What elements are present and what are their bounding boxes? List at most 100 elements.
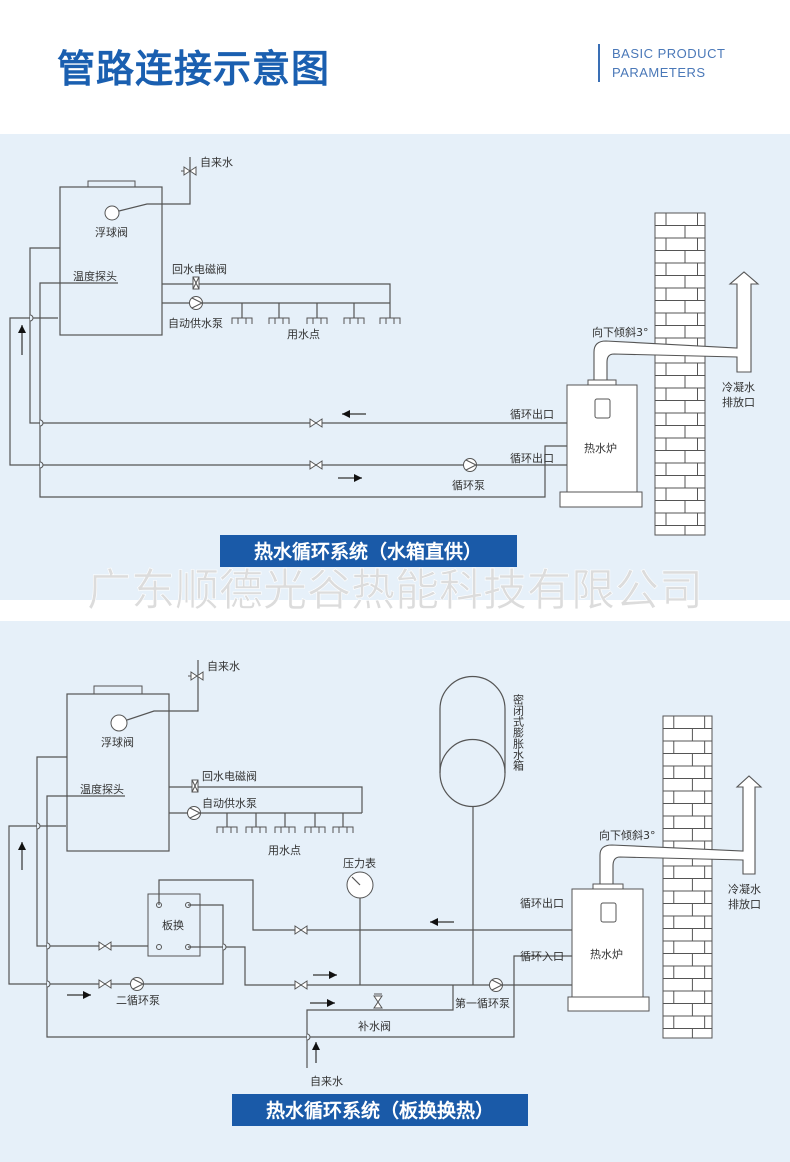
valve-icon	[373, 995, 383, 1009]
label-temp-probe: 温度探头	[73, 269, 117, 283]
valve-icon	[98, 979, 112, 989]
valve-icon	[309, 460, 323, 470]
pipe-return-upper	[29, 247, 567, 424]
water-point-icon	[245, 826, 267, 833]
label-outlet-2: 循环出口	[510, 451, 554, 465]
float-valve-pipe	[126, 660, 199, 721]
pipe-crossover	[306, 1033, 311, 1041]
label-circ-pump: 循环泵	[452, 479, 485, 492]
label-water-points: 用水点	[287, 328, 320, 341]
label-float-valve: 浮球阀	[101, 735, 134, 749]
pipe-crossover	[222, 943, 227, 951]
float-valve-pipe	[118, 157, 191, 212]
pump-icon	[189, 807, 202, 819]
pipe-probe	[39, 282, 567, 498]
diagram-panel-2	[0, 621, 790, 1162]
pipe-tank-left	[36, 756, 148, 947]
pump-icon	[465, 459, 478, 471]
water-point-icon	[274, 826, 296, 833]
solenoid-valve-icon	[191, 779, 199, 793]
float-ball-icon	[104, 205, 120, 221]
expansion-tank-inner	[439, 738, 506, 774]
flue-collar	[587, 379, 617, 386]
flow-arrow-icon	[354, 474, 362, 482]
title-banner-1	[220, 535, 517, 567]
pump-icon	[189, 296, 203, 310]
water-point-icon	[231, 317, 253, 324]
label-slope: 向下倾斜3°	[592, 325, 649, 339]
title-banner-2	[232, 1094, 528, 1126]
pipe-supply	[169, 786, 363, 814]
label-slope: 向下倾斜3°	[599, 828, 656, 842]
flow-arrow-icon	[329, 971, 337, 979]
label-pressure-gauge: 压力表	[343, 856, 376, 870]
flow-arrow-icon	[430, 918, 438, 926]
water-point-icon	[343, 317, 365, 324]
water-point-icon	[216, 826, 238, 833]
label-condensate-1: 冷凝水	[722, 380, 755, 394]
water-point-icon	[304, 826, 326, 833]
flow-arrow-icon	[83, 991, 91, 999]
flow-arrow-icon	[18, 842, 26, 850]
pipe-crossover	[46, 980, 51, 988]
water-point-icon	[306, 317, 328, 324]
label-return-solenoid: 回水电磁阀	[172, 262, 227, 276]
pipe-crossover	[36, 822, 41, 830]
gauge-needle	[351, 876, 361, 886]
label-plate-hx: 板换	[162, 918, 184, 932]
pipe-probe	[46, 795, 573, 1038]
valve-icon	[190, 671, 204, 681]
label-float-valve: 浮球阀	[95, 225, 128, 239]
chimney-outline	[654, 212, 706, 536]
label-primary-pump: 第一循环泵	[455, 996, 510, 1010]
chimney-wall	[662, 715, 713, 1039]
label-tap-water: 自来水	[200, 156, 233, 169]
flue-pipe	[599, 775, 763, 885]
page-title: 管路连接示意图	[57, 47, 331, 91]
label-condensate-2: 排放口	[722, 395, 755, 409]
pipe-primary-supply	[188, 946, 573, 986]
valve-icon	[309, 418, 323, 428]
hx-port	[185, 902, 191, 908]
boiler-base	[559, 491, 643, 508]
pump-icon	[463, 458, 477, 472]
diagram-1: 自来水 浮球阀 温度探头 回水电磁阀 自动供水泵 用水点 向下倾斜3° 冷凝水 …	[9, 156, 760, 567]
pump-icon	[191, 297, 204, 309]
chimney-outline	[662, 715, 713, 1039]
pipe-taps	[241, 303, 391, 318]
label-return-solenoid: 回水电磁阀	[202, 769, 257, 783]
pipe-crossover	[39, 461, 44, 469]
label-supply-pump: 自动供水泵	[168, 316, 223, 330]
pump-icon	[187, 806, 201, 820]
valve-icon	[183, 166, 197, 176]
valve-icon	[294, 925, 308, 935]
pipe-outer-loop	[9, 317, 567, 466]
flow-arrow-icon	[18, 325, 26, 333]
flow-arrow-icon	[342, 410, 350, 418]
label-outlet-1: 循环出口	[510, 407, 554, 421]
pipe-taps	[226, 813, 344, 827]
flue-pipe	[593, 271, 760, 381]
solenoid-valve-icon	[192, 276, 200, 290]
diagram-2-title: 热水循环系统（板换换热）	[266, 1099, 494, 1122]
pump-icon	[130, 977, 144, 991]
pipe-outer-loop	[8, 825, 224, 985]
label-tap-water: 自来水	[207, 660, 240, 673]
subtitle-line-1: BASIC PRODUCT	[612, 46, 726, 61]
label-inlet: 循环入口	[520, 950, 564, 963]
label-condensate-2: 排放口	[728, 897, 761, 911]
label-boiler: 热水炉	[590, 948, 623, 961]
flow-arrow-icon	[312, 1042, 320, 1050]
hx-port	[156, 944, 162, 950]
page-subtitle: BASIC PRODUCT PARAMETERS	[598, 44, 725, 82]
boiler-display	[600, 902, 617, 923]
boiler-base	[567, 996, 650, 1012]
water-tank-lid	[87, 180, 136, 188]
water-point-icon	[379, 317, 401, 324]
diagram-2: 自来水 浮球阀 温度探头 回水电磁阀 自动供水泵 用水点 密闭式膨胀水箱 压力表…	[8, 660, 763, 1126]
plate-heat-exchanger	[147, 893, 201, 957]
label-tap-water-in: 自来水	[310, 1075, 343, 1088]
water-tank-lid	[93, 685, 143, 695]
boiler-display	[594, 398, 611, 419]
